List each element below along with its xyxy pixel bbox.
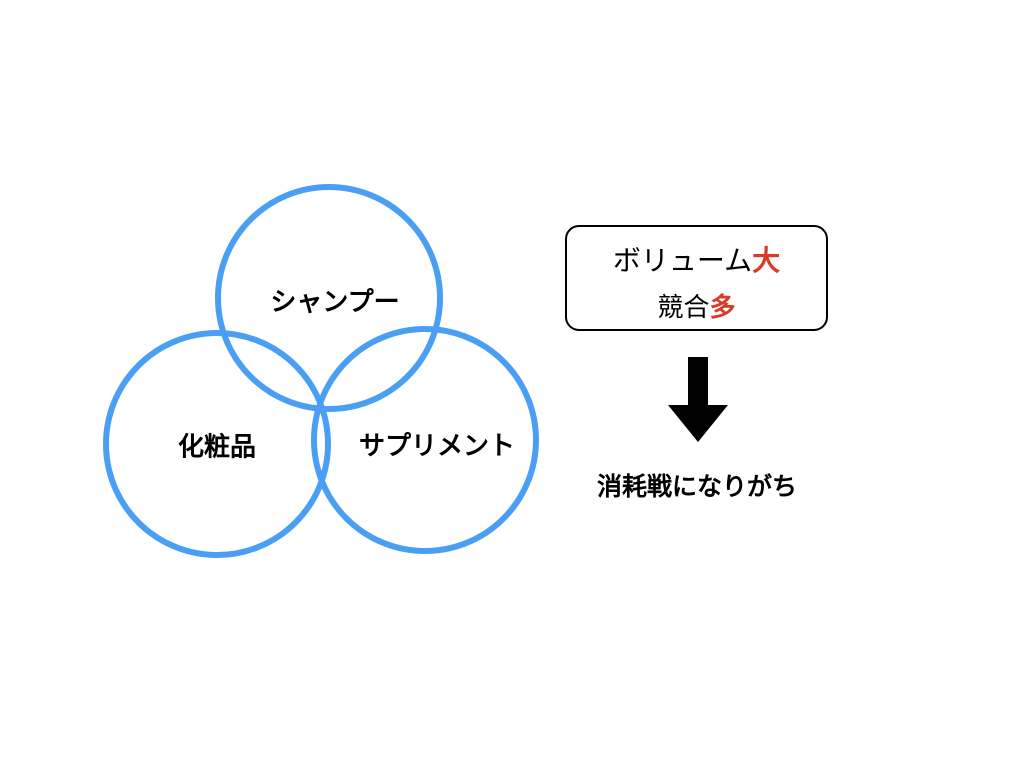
volume-line: ボリューム大 [567, 239, 826, 279]
circle-shampoo [215, 184, 443, 412]
competition-text: 競合 [657, 293, 710, 323]
competition-line: 競合多 [567, 287, 826, 324]
volume-competition-box: ボリューム大 競合多 [565, 225, 828, 331]
circle-supplements [311, 326, 539, 554]
arrow-down-icon [668, 357, 728, 442]
circle-cosmetics [103, 330, 331, 558]
competition-emphasis: 多 [709, 293, 736, 323]
label-shampoo: シャンプー [270, 287, 400, 318]
volume-text: ボリューム [612, 244, 753, 277]
volume-emphasis: 大 [752, 244, 781, 277]
label-cosmetics: 化粧品 [177, 432, 257, 463]
label-supplements: サプリメント [358, 431, 516, 462]
result-text: 消耗戦になりがち [596, 472, 798, 501]
